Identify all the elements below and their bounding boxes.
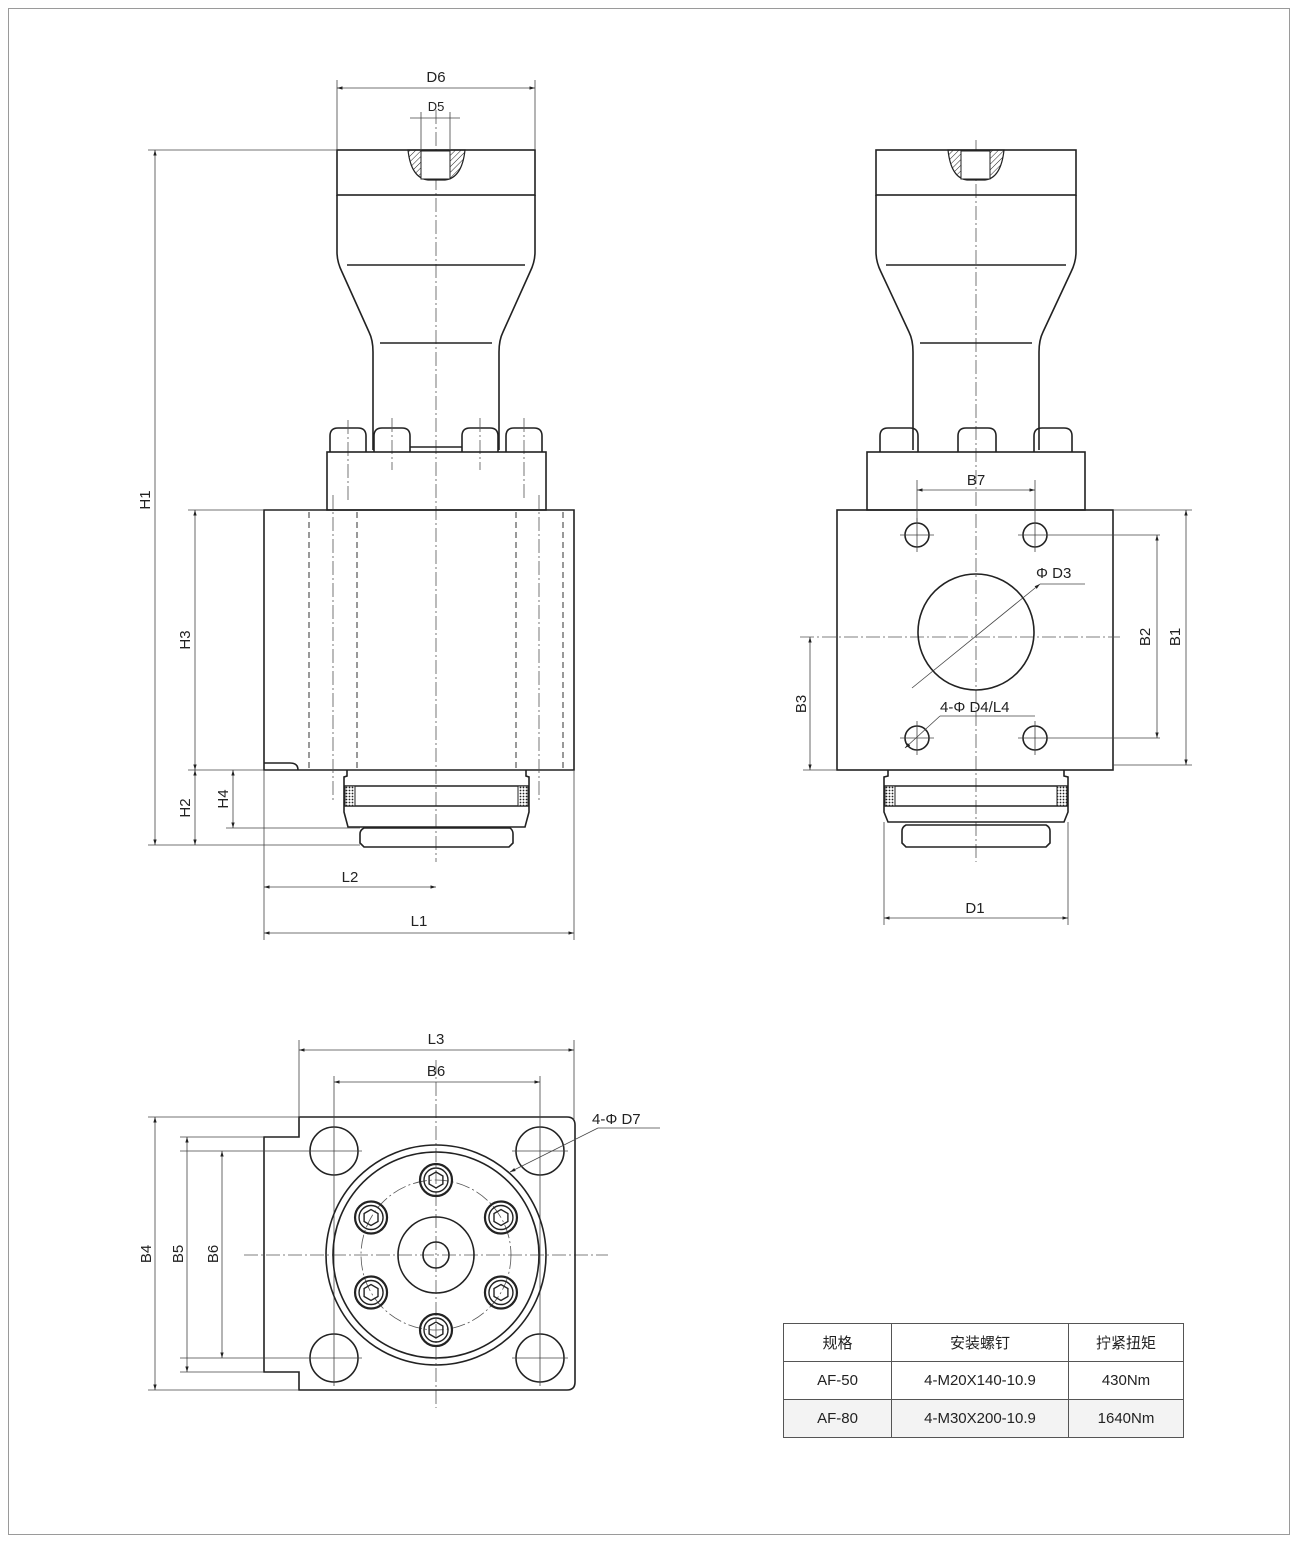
dim-d5: D5 xyxy=(428,99,445,114)
dim-b2: B2 xyxy=(1137,628,1154,646)
header-torque: 拧紧扭矩 xyxy=(1068,1323,1184,1362)
corner-holes xyxy=(180,1076,568,1386)
main-body xyxy=(263,509,575,771)
dim-b7: B7 xyxy=(967,472,985,489)
socket-bolt-icon xyxy=(418,1312,454,1348)
table-row: AF-80 4-M30X200-10.9 1640Nm xyxy=(783,1399,1184,1438)
front-view: D6 D5 H1 H3 H2 H4 L2 L1 xyxy=(137,69,575,940)
dim-b3: B3 xyxy=(793,695,810,713)
dim-l3: L3 xyxy=(428,1031,445,1048)
dim-d1: D1 xyxy=(965,900,984,917)
drawing-frame xyxy=(8,8,1290,1535)
table-header-row: 规格 安装螺钉 拧紧扭矩 xyxy=(783,1323,1184,1362)
dim-l2: L2 xyxy=(342,869,359,886)
cell-torque: 430Nm xyxy=(1068,1361,1184,1400)
dim-b6-side: B6 xyxy=(205,1245,222,1263)
side-view: Φ D3 4-Φ D4/L4 B7 B2 B1 B3 D1 xyxy=(793,140,1192,925)
dim-h4: H4 xyxy=(215,789,232,808)
dim-h1: H1 xyxy=(137,490,154,509)
dim-b6-top: B6 xyxy=(427,1063,445,1080)
mounting-holes xyxy=(900,480,1160,755)
mount-block xyxy=(326,451,547,511)
socket-bolt-icon xyxy=(483,1275,519,1310)
cell-model: AF-80 xyxy=(783,1399,892,1438)
header-spec: 规格 xyxy=(783,1323,892,1362)
dim-h3: H3 xyxy=(177,630,194,649)
base-outline xyxy=(263,1116,576,1391)
dim-d7: 4-Φ D7 xyxy=(592,1111,641,1128)
bolt-heads xyxy=(329,418,543,500)
cell-screws: 4-M30X200-10.9 xyxy=(891,1399,1069,1438)
socket-bolt-icon xyxy=(353,1275,389,1310)
body-neck xyxy=(336,195,536,450)
socket-bolt-icon xyxy=(418,1162,454,1198)
dim-b5: B5 xyxy=(170,1245,187,1263)
dim-d4-l4: 4-Φ D4/L4 xyxy=(940,699,1010,716)
dim-b4: B4 xyxy=(138,1245,155,1263)
socket-bolt-icon xyxy=(353,1200,389,1235)
dim-h2: H2 xyxy=(177,798,194,817)
mounting-plate xyxy=(836,509,1114,771)
header-screws: 安装螺钉 xyxy=(891,1323,1069,1362)
socket-bolts xyxy=(353,1162,519,1348)
front-dimensions: D6 D5 H1 H3 H2 H4 L2 L1 xyxy=(137,69,575,940)
port-circle xyxy=(917,573,1035,691)
socket-bolt-icon xyxy=(483,1200,519,1235)
dim-d3: Φ D3 xyxy=(1036,565,1071,582)
cell-torque: 1640Nm xyxy=(1068,1399,1184,1438)
table-row: AF-50 4-M20X140-10.9 430Nm xyxy=(783,1361,1184,1400)
seal-assembly xyxy=(343,770,530,848)
seal-assembly xyxy=(883,770,1069,848)
spec-table: 规格 安装螺钉 拧紧扭矩 AF-50 4-M20X140-10.9 430Nm … xyxy=(783,1323,1184,1438)
dim-l1: L1 xyxy=(411,913,428,930)
dim-d6: D6 xyxy=(426,69,445,86)
dim-b1: B1 xyxy=(1167,628,1184,646)
cell-model: AF-50 xyxy=(783,1361,892,1400)
cell-screws: 4-M20X140-10.9 xyxy=(891,1361,1069,1400)
bottom-view: L3 B6 4-Φ D7 B4 B5 B6 xyxy=(138,1031,660,1408)
